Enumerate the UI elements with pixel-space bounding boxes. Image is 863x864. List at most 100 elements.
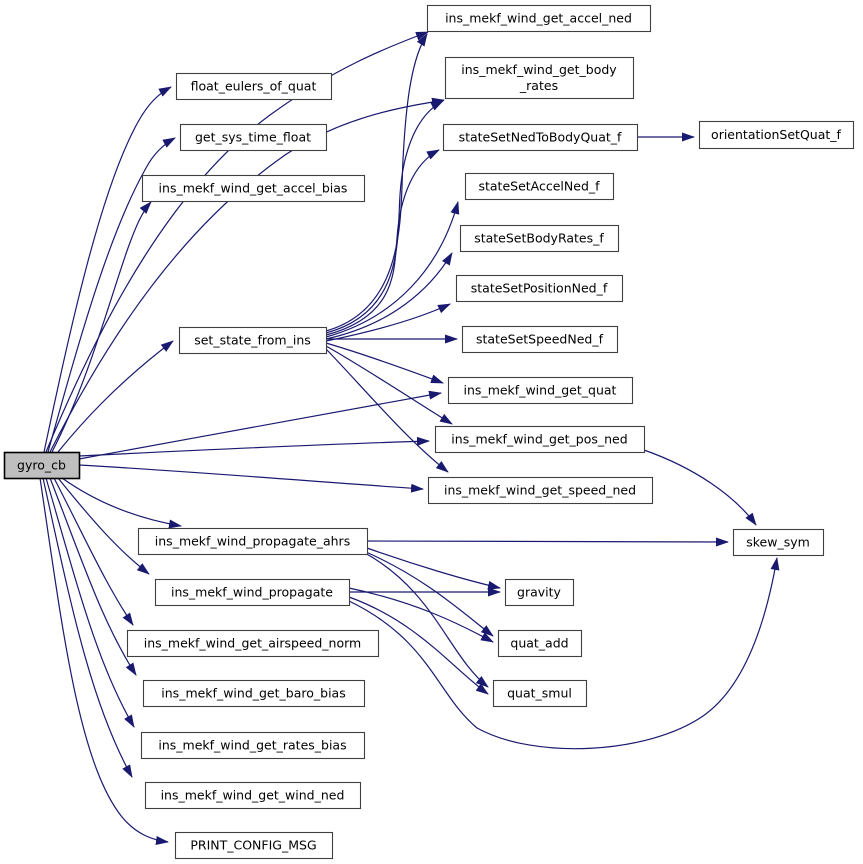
node-box-ins_mekf_wind_get_accel_bias [141,174,366,203]
node-ins_mekf_wind_get_pos_ned[interactable]: ins_mekf_wind_get_pos_ned [434,425,646,454]
node-label-ins_mekf_wind_get_baro_bias: ins_mekf_wind_get_baro_bias [161,686,345,701]
node-ins_mekf_wind_get_speed_ned[interactable]: ins_mekf_wind_get_speed_ned [427,476,654,505]
node-label-ins_mekf_wind_get_pos_ned: ins_mekf_wind_get_pos_ned [451,432,627,447]
node-box-ins_mekf_wind_get_airspeed_norm [126,629,380,658]
node-label-skew_sym: skew_sym [746,535,810,550]
node-box-set_state_from_ins [178,326,328,355]
node-ins_mekf_wind_get_rates_bias[interactable]: ins_mekf_wind_get_rates_bias [140,731,366,760]
edge-ins_mekf_wind_propagate_ahrs-to-gravity [366,547,501,590]
node-label-ins_mekf_wind_get_rates_bias: ins_mekf_wind_get_rates_bias [158,738,346,753]
node-label-ins_mekf_wind_get_wind_ned: ins_mekf_wind_get_wind_ned [161,788,345,803]
node-PRINT_CONFIG_MSG[interactable]: PRINT_CONFIG_MSG [174,831,334,860]
edge-gyro_cb-to-ins_mekf_wind_get_baro_bias [49,477,137,676]
edge-set_state_from_ins-to-ins_mekf_wind_get_quat [325,342,444,384]
node-box-ins_mekf_wind_get_pos_ned [434,425,646,454]
node-gravity[interactable]: gravity [504,578,575,607]
node-ins_mekf_wind_propagate_ahrs[interactable]: ins_mekf_wind_propagate_ahrs [137,527,369,556]
node-gyro_cb: gyro_cb [3,451,81,480]
node-ins_mekf_wind_get_accel_bias[interactable]: ins_mekf_wind_get_accel_bias [141,174,366,203]
node-label-stateSetPositionNed_f: stateSetPositionNed_f [471,281,608,296]
node-label-ins_mekf_wind_propagate: ins_mekf_wind_propagate [171,585,333,600]
edge-ins_mekf_wind_propagate_ahrs-to-quat_add [365,551,494,637]
node-box-ins_mekf_wind_get_quat [447,376,634,405]
node-box-ins_mekf_wind_get_wind_ned [144,781,362,810]
node-ins_mekf_wind_get_body_rates[interactable]: ins_mekf_wind_get_body_rates [444,56,635,100]
node-box-ins_mekf_wind_get_accel_ned [426,4,652,33]
node-label-float_eulers_of_quat: float_eulers_of_quat [191,79,317,94]
node-float_eulers_of_quat[interactable]: float_eulers_of_quat [175,72,333,101]
node-box-get_sys_time_float [179,123,328,152]
edge-gyro_cb-to-ins_mekf_wind_get_quat [78,390,442,460]
node-box-gyro_cb [3,451,81,480]
node-quat_smul[interactable]: quat_smul [492,679,588,708]
edge-ins_mekf_wind_get_pos_ned-to-skew_sym [643,449,757,526]
edge-set_state_from_ins-to-stateSetPositionNed_f [325,303,451,342]
node-label-ins_mekf_wind_propagate_ahrs: ins_mekf_wind_propagate_ahrs [155,534,350,549]
node-label-ins_mekf_wind_get_accel_ned: ins_mekf_wind_get_accel_ned [445,11,632,26]
edge-gyro_cb-to-ins_mekf_wind_get_speed_ned [78,464,424,493]
edge-set_state_from_ins-to-ins_mekf_wind_get_body_rates [325,100,444,334]
node-label-stateSetBodyRates_f: stateSetBodyRates_f [474,231,604,246]
edge-gyro_cb-to-ins_mekf_wind_get_accel_bias [51,201,152,453]
node-stateSetPositionNed_f[interactable]: stateSetPositionNed_f [455,274,624,303]
node-ins_mekf_wind_get_airspeed_norm[interactable]: ins_mekf_wind_get_airspeed_norm [126,629,380,658]
edge-set_state_from_ins-to-stateSetNedToBodyQuat_f [325,149,440,336]
node-label-gravity: gravity [517,585,562,600]
edge-gyro_cb-to-ins_mekf_wind_get_wind_ned [42,477,133,778]
edge-ins_mekf_wind_propagate-to-quat_smul [348,596,489,695]
node-stateSetNedToBodyQuat_f[interactable]: stateSetNedToBodyQuat_f [442,123,639,152]
node-label-stateSetSpeedNed_f: stateSetSpeedNed_f [476,332,604,347]
node-label-orientationSetQuat_f: orientationSetQuat_f [711,127,841,142]
node-stateSetSpeedNed_f[interactable]: stateSetSpeedNed_f [461,325,619,354]
node-box-stateSetSpeedNed_f [461,325,619,354]
node-ins_mekf_wind_propagate[interactable]: ins_mekf_wind_propagate [154,578,351,607]
node-box-quat_add [497,629,583,658]
node-box-ins_mekf_wind_propagate [154,578,351,607]
edge-set_state_from_ins-to-ins_mekf_wind_get_speed_ned [325,348,449,473]
node-box-stateSetPositionNed_f [455,274,624,303]
node-label-stateSetNedToBodyQuat_f: stateSetNedToBodyQuat_f [459,130,622,145]
nodes-layer: gyro_cb float_eulers_of_quat get_sys_time_… [3,4,855,860]
edge-gyro_cb-to-ins_mekf_wind_get_body_rates [49,97,445,453]
node-box-skew_sym [732,528,825,557]
node-stateSetBodyRates_f[interactable]: stateSetBodyRates_f [459,224,620,253]
node-label-ins_mekf_wind_get_speed_ned: ins_mekf_wind_get_speed_ned [444,483,636,498]
node-orientationSetQuat_f[interactable]: orientationSetQuat_f [698,120,855,150]
node-stateSetAccelNed_f[interactable]: stateSetAccelNed_f [464,172,615,201]
edge-gyro_cb-to-ins_mekf_wind_propagate_ahrs [61,477,182,529]
node-ins_mekf_wind_get_wind_ned[interactable]: ins_mekf_wind_get_wind_ned [144,781,362,810]
edge-gyro_cb-to-ins_mekf_wind_get_airspeed_norm [53,477,134,626]
node-label-quat_add: quat_add [510,636,568,651]
node-box-gravity [504,578,575,607]
node-label-ins_mekf_wind_get_airspeed_norm: ins_mekf_wind_get_airspeed_norm [144,636,361,651]
node-box-quat_smul [492,679,588,708]
edge-gyro_cb-to-set_state_from_ins [57,340,174,453]
node-set_state_from_ins[interactable]: set_state_from_ins [178,326,328,355]
node-box-ins_mekf_wind_get_rates_bias [140,731,366,760]
edge-gyro_cb-to-float_eulers_of_quat [43,86,172,453]
node-get_sys_time_float[interactable]: get_sys_time_float [179,123,328,152]
node-ins_mekf_wind_get_accel_ned[interactable]: ins_mekf_wind_get_accel_ned [426,4,652,33]
edge-gyro_cb-to-PRINT_CONFIG_MSG [39,477,169,845]
node-box-stateSetNedToBodyQuat_f [442,123,639,152]
node-box-float_eulers_of_quat [175,72,333,101]
node-quat_add[interactable]: quat_add [497,629,583,658]
node-box-stateSetBodyRates_f [459,224,620,253]
node-box-ins_mekf_wind_propagate_ahrs [137,527,369,556]
edge-set_state_from_ins-to-ins_mekf_wind_get_pos_ned [325,345,453,425]
node-label-gyro_cb: gyro_cb [17,458,66,473]
edge-ins_mekf_wind_propagate-to-quat_add [348,587,494,643]
node-label-set_state_from_ins: set_state_from_ins [194,333,311,348]
edge-set_state_from_ins-to-stateSetBodyRates_f [325,252,453,340]
node-ins_mekf_wind_get_baro_bias[interactable]: ins_mekf_wind_get_baro_bias [142,679,366,708]
edge-gyro_cb-to-ins_mekf_wind_get_rates_bias [45,477,135,728]
node-ins_mekf_wind_get_quat[interactable]: ins_mekf_wind_get_quat [447,376,634,405]
edges-layer [39,31,780,845]
node-box-ins_mekf_wind_get_body_rates [444,56,635,100]
edge-gyro_cb-to-ins_mekf_wind_get_pos_ned [78,436,430,457]
node-label-quat_smul: quat_smul [507,686,572,701]
node-skew_sym[interactable]: skew_sym [732,528,825,557]
edge-gyro_cb-to-ins_mekf_wind_propagate [57,477,150,575]
